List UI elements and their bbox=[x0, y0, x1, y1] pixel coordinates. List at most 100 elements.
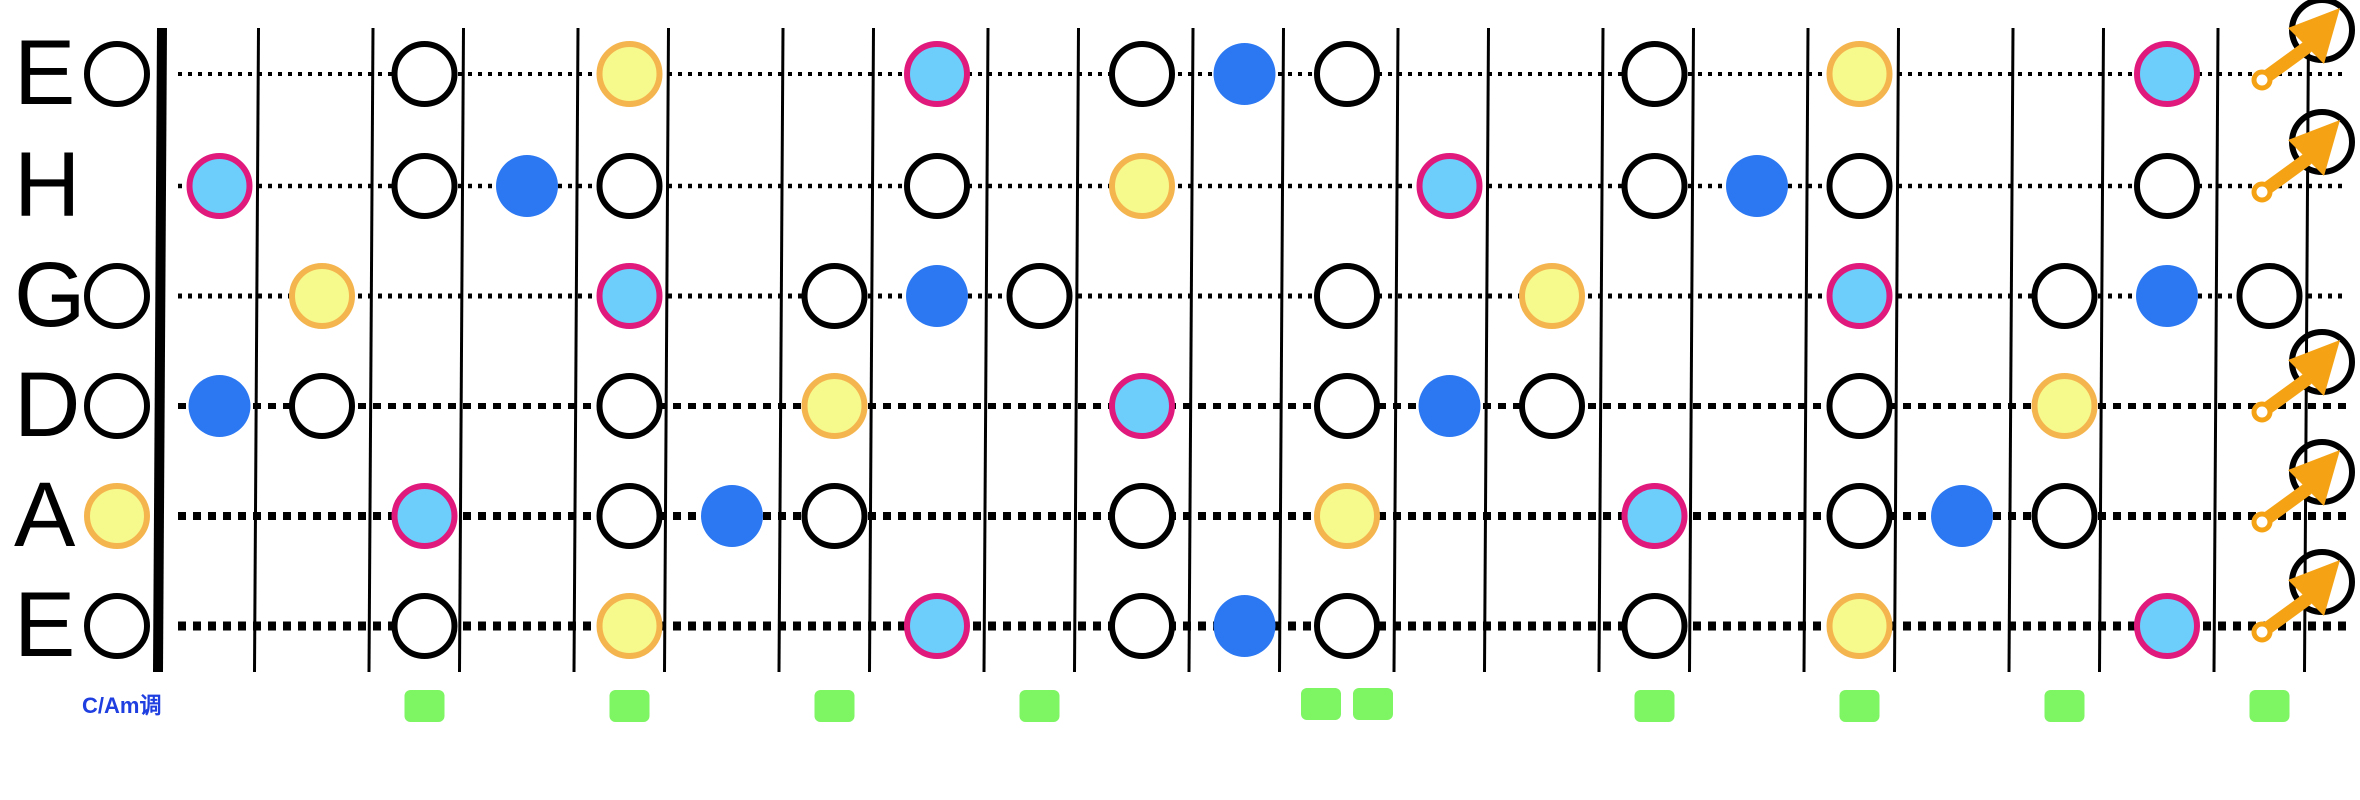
root-note-icon bbox=[2134, 41, 2200, 107]
fret-marker bbox=[2044, 690, 2085, 722]
open-note-icon bbox=[596, 373, 663, 439]
fret-marker bbox=[609, 690, 650, 722]
open-note-icon bbox=[2134, 153, 2200, 219]
bend-arrows bbox=[2251, 0, 2355, 643]
fret-line bbox=[572, 27, 580, 673]
bend-arrow-head bbox=[2288, 450, 2340, 506]
fret-line bbox=[777, 27, 785, 673]
bend-arrow-tail bbox=[2251, 181, 2273, 203]
root-note-icon bbox=[2134, 593, 2200, 659]
open-note-icon bbox=[1109, 593, 1175, 659]
accent-note-icon bbox=[289, 263, 355, 329]
open-note-icon bbox=[391, 153, 458, 219]
fret-line bbox=[1483, 27, 1490, 673]
open-note-icon bbox=[904, 153, 970, 219]
fret-marker bbox=[2249, 690, 2290, 722]
root-note-icon bbox=[186, 153, 253, 219]
string-lines bbox=[178, 72, 2348, 631]
blue-note-icon bbox=[701, 485, 763, 547]
open-note-icon bbox=[1519, 373, 1585, 439]
fret-line bbox=[2212, 27, 2220, 673]
open-note-icon bbox=[1826, 153, 1893, 219]
fret-line bbox=[1392, 27, 1400, 673]
fret-line bbox=[2007, 27, 2015, 673]
open-note-icon bbox=[2031, 483, 2098, 549]
blue-note-icon bbox=[496, 155, 558, 217]
root-note-icon bbox=[1416, 153, 1483, 219]
bend-arrow-head bbox=[2288, 8, 2340, 64]
root-note-icon bbox=[1109, 373, 1175, 439]
open-note-icon bbox=[289, 373, 355, 439]
fret-line bbox=[868, 27, 875, 673]
open-note-icon bbox=[391, 41, 458, 107]
fret-lines bbox=[153, 27, 2310, 673]
root-note-icon bbox=[904, 593, 970, 659]
blue-note-icon bbox=[188, 375, 251, 437]
open-note-icon bbox=[1621, 41, 1688, 107]
open-note-icon bbox=[596, 483, 663, 549]
blue-note-icon bbox=[1931, 485, 1993, 547]
blue-note-icon bbox=[1213, 43, 1276, 105]
accent-note-icon bbox=[2031, 373, 2098, 439]
open-note-icon bbox=[1826, 373, 1893, 439]
accent-note-icon bbox=[1826, 593, 1893, 659]
blue-note-icon bbox=[2136, 265, 2198, 327]
open-note-icon bbox=[2236, 263, 2303, 329]
fret-line bbox=[663, 27, 670, 673]
bend-arrow-tail bbox=[2251, 69, 2273, 91]
open-note-icon bbox=[1621, 593, 1688, 659]
string-label: E bbox=[14, 574, 75, 676]
root-note-icon bbox=[596, 263, 663, 329]
bend-arrow-head bbox=[2288, 120, 2340, 176]
fret-line bbox=[1278, 27, 1285, 673]
bend-arrow-head bbox=[2288, 340, 2340, 396]
root-note-icon bbox=[904, 41, 970, 107]
bend-arrow-head bbox=[2288, 560, 2340, 616]
fret-marker bbox=[1301, 688, 1341, 720]
fret-marker bbox=[1019, 690, 1060, 722]
accent-note-icon bbox=[84, 483, 150, 549]
open-note-icon bbox=[2031, 263, 2098, 329]
string-label: E bbox=[14, 22, 75, 124]
accent-note-icon bbox=[801, 373, 868, 439]
fret-marker bbox=[1353, 688, 1393, 720]
accent-note-icon bbox=[596, 593, 663, 659]
open-note-icon bbox=[1314, 373, 1380, 439]
open-note-icon bbox=[84, 373, 150, 439]
string-label: H bbox=[14, 134, 80, 236]
fret-line bbox=[458, 27, 465, 673]
fret-line bbox=[982, 27, 990, 673]
root-note-icon bbox=[1621, 483, 1688, 549]
root-note-icon bbox=[391, 483, 458, 549]
blue-note-icon bbox=[1726, 155, 1788, 217]
nut bbox=[153, 27, 167, 673]
blue-note-icon bbox=[1418, 375, 1481, 437]
string-label: D bbox=[14, 354, 80, 456]
blue-note-icon bbox=[906, 265, 968, 327]
fret-marker bbox=[1839, 690, 1880, 722]
fret-line bbox=[2098, 27, 2105, 673]
open-note-icon bbox=[84, 41, 150, 107]
bend-arrow-tail bbox=[2251, 511, 2273, 533]
string-label: A bbox=[14, 464, 76, 566]
note-markers bbox=[84, 41, 2303, 659]
open-note-icon bbox=[1006, 263, 1073, 329]
open-note-icon bbox=[1109, 483, 1175, 549]
open-note-icon bbox=[84, 593, 150, 659]
root-note-icon bbox=[1826, 263, 1893, 329]
fret-line bbox=[1187, 27, 1195, 673]
open-note-icon bbox=[1314, 41, 1380, 107]
fret-line bbox=[1597, 27, 1605, 673]
bend-arrow-tail bbox=[2251, 621, 2273, 643]
key-label: C/Am调 bbox=[82, 693, 162, 718]
accent-note-icon bbox=[1826, 41, 1893, 107]
fret-line bbox=[253, 27, 260, 673]
fret-line bbox=[1688, 27, 1695, 673]
open-note-icon bbox=[1314, 593, 1380, 659]
accent-note-icon bbox=[1519, 263, 1585, 329]
fret-line bbox=[1893, 27, 1900, 673]
open-note-icon bbox=[84, 263, 150, 329]
fret-marker bbox=[404, 690, 445, 722]
